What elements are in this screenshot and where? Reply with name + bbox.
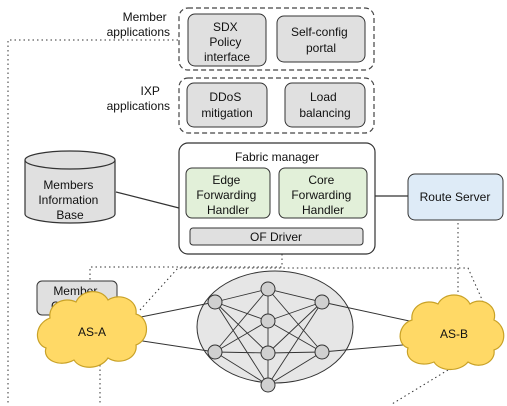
ixp-switching-fabric [135,270,415,393]
svg-text:Members Information: Members Information Base [38,178,101,222]
svg-text:Self-config portal: Self-config portal [291,25,351,55]
fabric-link [267,351,323,386]
as-b-cloud[interactable]: AS-B [399,294,505,371]
fabric-switch-node[interactable] [207,294,223,310]
svg-text:AS-B: AS-B [440,327,468,341]
svg-text:DDoS mitigation: DDoS mitigation [201,90,252,120]
as-to-fabric-link [321,343,415,353]
fabric-link [214,288,269,353]
fabric-switch-node[interactable] [314,344,330,360]
edge-forwarding-handler[interactable]: Edge Forwarding Handler [185,167,271,219]
fabric-link [214,351,269,354]
as-a-cloud[interactable]: AS-A [36,291,148,368]
fabric-link [214,351,269,386]
ixp-applications-frame [178,77,375,134]
as-to-fabric-link [135,301,216,319]
fabric-link [214,301,269,322]
ddos-mitigation-button[interactable]: DDoS mitigation [186,82,268,128]
fabric-link [267,288,323,303]
fabric-to-as-a-dotted-link [139,267,501,341]
fabric-link [214,301,269,386]
fabric-link [214,320,269,353]
self-config-portal-button[interactable]: Self-config portal [276,15,366,63]
solid-connectors [115,191,408,209]
svg-text:Core Forwarding: Core Forwarding Handler [291,173,354,217]
fabric-link [214,288,269,303]
svg-text:Load balancing: Load balancing [299,90,350,120]
of-driver[interactable]: OF Driver [189,227,364,246]
member-applications-frame [178,7,375,71]
fabric-manager-title: Fabric manager [235,150,319,164]
core-forwarding-handler[interactable]: Core Forwarding Handler [278,167,368,219]
fabric-link [267,351,323,354]
fabric-switch-node[interactable] [260,377,276,393]
db-to-fabric-link [115,191,180,209]
sdx-policy-interface-button[interactable]: SDX Policy interface [187,13,267,67]
fabric-switch-node[interactable] [314,294,330,310]
route-server[interactable]: Route Server [407,173,504,221]
svg-text:Route Server: Route Server [420,190,491,204]
ixp-applications-label: IXP applications [107,84,170,113]
fabric-switch-node[interactable] [207,344,223,360]
as-to-fabric-link [135,339,216,353]
fabric-link [214,301,269,354]
ixp-applications-group: IXP applications DDoS mitigation Load ba… [107,77,375,134]
member-applications-group: Member applications SDX Policy interface… [107,7,375,71]
fabric-manager: Fabric manager Edge Forwarding Handler C… [178,142,376,255]
load-balancing-button[interactable]: Load balancing [284,82,366,128]
as-to-fabric-link [321,301,415,323]
fabric-switch-node[interactable] [260,281,276,297]
fabric-to-member-controller-dotted-link [89,254,283,282]
fabric-link [267,288,323,353]
fabric-link [267,301,323,354]
fabric-switch-node[interactable] [260,345,276,361]
fabric-link [267,320,323,353]
fabric-link [267,301,323,386]
member-applications-label: Member applications [107,10,170,39]
svg-text:SDX Policy int: SDX Policy interface [204,20,250,64]
svg-text:OF Driver: OF Driver [250,230,302,244]
fabric-link [267,301,323,322]
svg-text:Edge Forwarding: Edge Forwarding Handler [196,173,259,217]
fabric-switch-node[interactable] [260,313,276,329]
svg-text:AS-A: AS-A [78,325,106,339]
members-information-base: Members Information Base [24,150,116,224]
as-b-down-dotted-link [391,369,449,405]
